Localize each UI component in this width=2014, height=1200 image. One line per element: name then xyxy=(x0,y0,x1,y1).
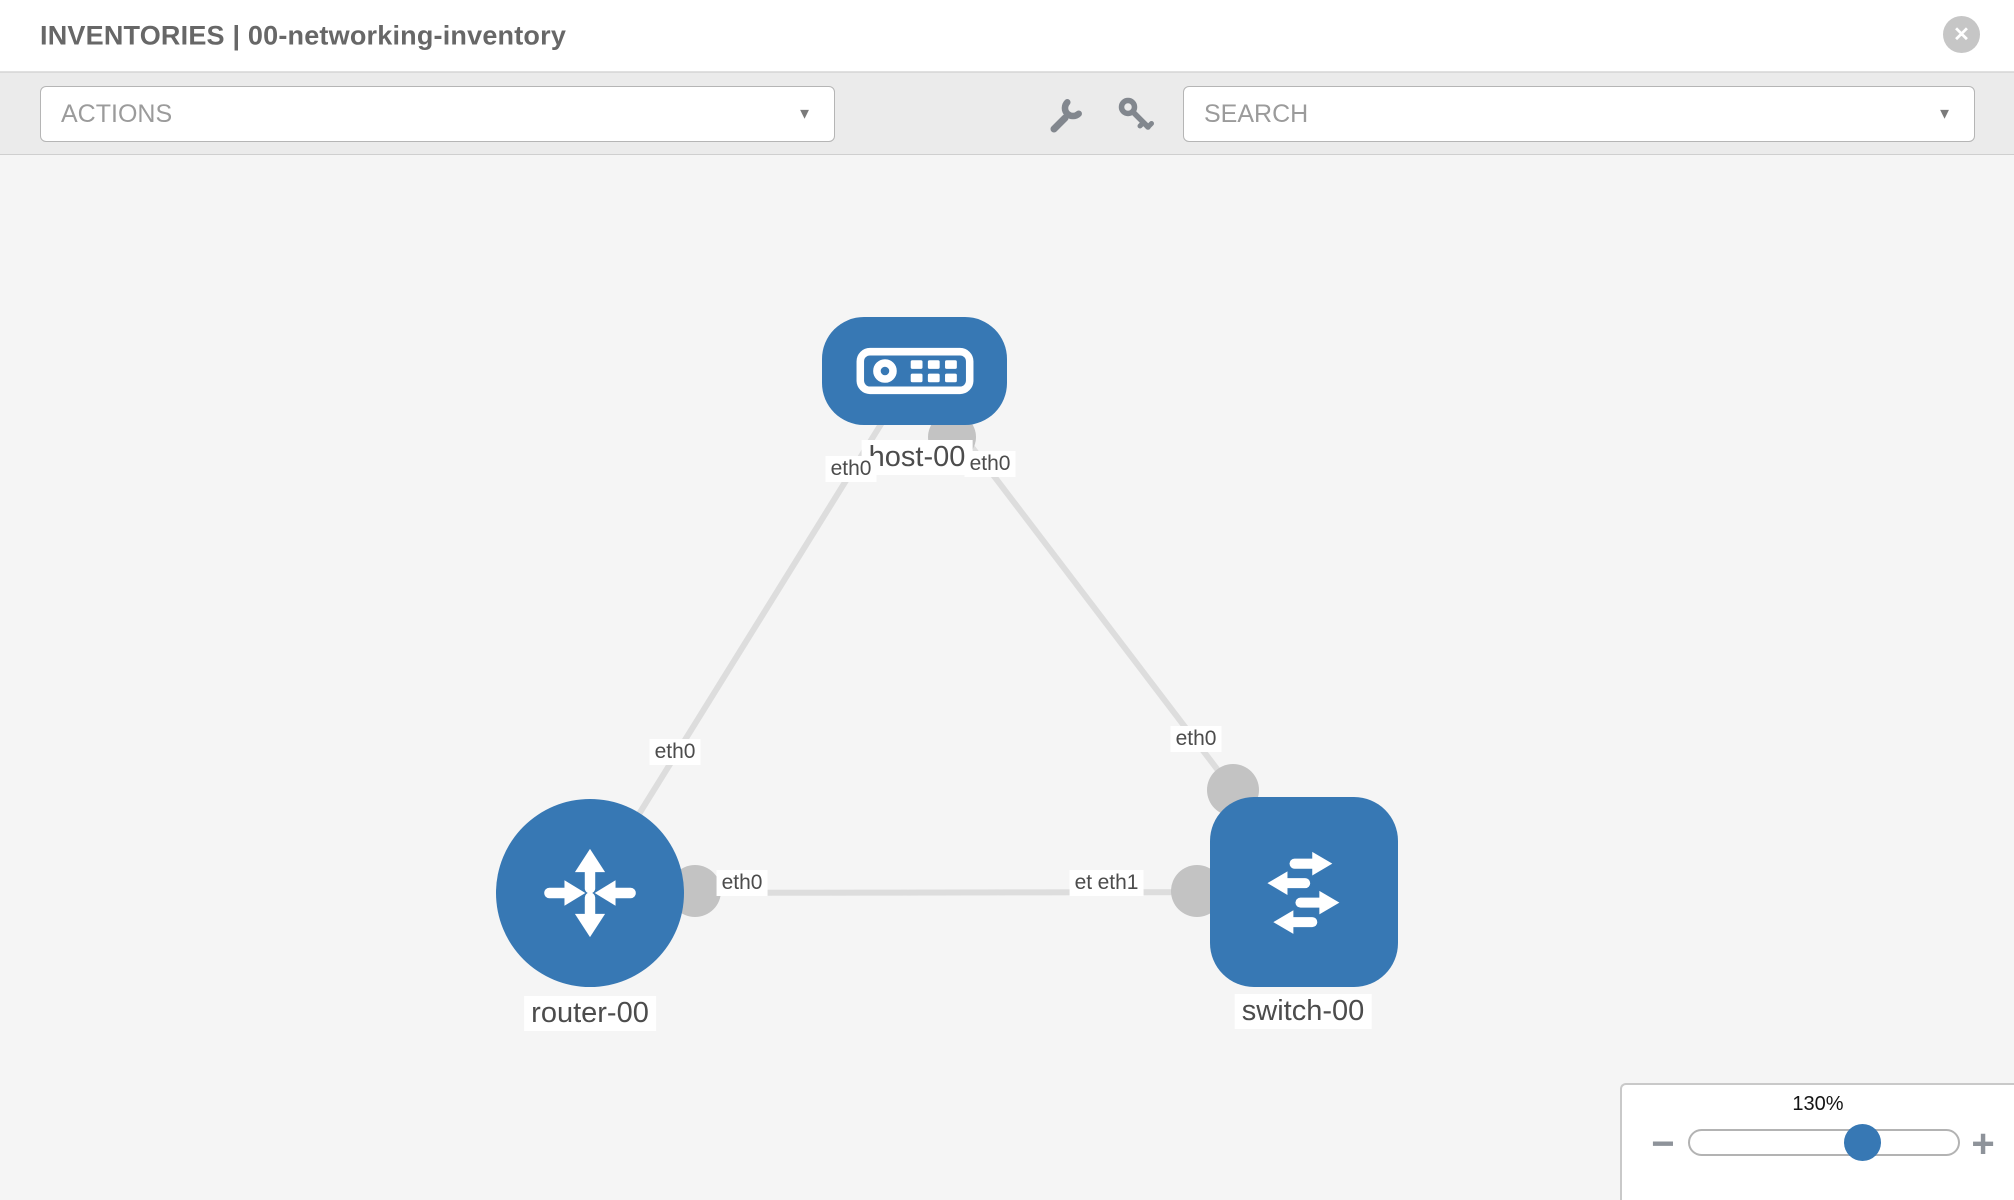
node-label-switch: switch-00 xyxy=(1234,994,1372,1029)
close-button[interactable]: ✕ xyxy=(1943,16,1980,53)
key-button[interactable] xyxy=(1113,92,1159,138)
interface-chip: eth0 xyxy=(716,870,768,896)
zoom-in-button[interactable]: + xyxy=(1962,1123,2004,1165)
search-dropdown-label: SEARCH xyxy=(1204,99,1309,128)
node-label-host: host-00 xyxy=(861,440,973,475)
key-icon xyxy=(1118,97,1154,130)
node-label-router: router-00 xyxy=(524,996,656,1031)
node-router[interactable] xyxy=(496,799,684,987)
node-host[interactable] xyxy=(822,317,1007,425)
zoom-slider-track[interactable] xyxy=(1688,1129,1960,1156)
interface-chip: eth1 xyxy=(1092,870,1144,896)
zoom-out-button[interactable]: − xyxy=(1642,1123,1684,1165)
topology-canvas[interactable]: host-00 router-00 switch-00 eth0 eth0 et… xyxy=(0,156,2014,1200)
page-title: INVENTORIES | 00-networking-inventory xyxy=(40,20,567,50)
interface-chip: eth0 xyxy=(649,739,701,765)
wrench-icon xyxy=(1050,99,1082,133)
host-icon xyxy=(856,347,973,395)
actions-dropdown[interactable]: ACTIONS ▼ xyxy=(40,86,835,142)
zoom-panel: 130% − + xyxy=(1620,1083,2014,1200)
chevron-down-icon: ▼ xyxy=(1937,105,1952,123)
plus-icon: + xyxy=(1971,1122,1995,1166)
links-layer xyxy=(587,369,1305,917)
switch-icon xyxy=(1267,851,1340,934)
chevron-down-icon: ▼ xyxy=(797,105,812,123)
interface-chip: eth0 xyxy=(825,456,877,482)
zoom-level: 130% xyxy=(1792,1093,1844,1115)
minus-icon: − xyxy=(1651,1122,1675,1166)
interface-chip: eth0 xyxy=(964,451,1016,477)
app-header: INVENTORIES | 00-networking-inventory ✕ xyxy=(0,0,2014,72)
zoom-slider-thumb[interactable] xyxy=(1844,1124,1881,1161)
wrench-button[interactable] xyxy=(1044,92,1090,138)
close-icon: ✕ xyxy=(1953,23,1970,46)
toolbar: ACTIONS ▼ SEARCH ▼ xyxy=(0,72,2014,155)
interface-chip: eth0 xyxy=(1170,726,1222,752)
node-switch[interactable] xyxy=(1210,797,1398,987)
router-icon xyxy=(544,848,636,938)
search-dropdown[interactable]: SEARCH ▼ xyxy=(1183,86,1975,142)
actions-dropdown-label: ACTIONS xyxy=(61,99,173,128)
